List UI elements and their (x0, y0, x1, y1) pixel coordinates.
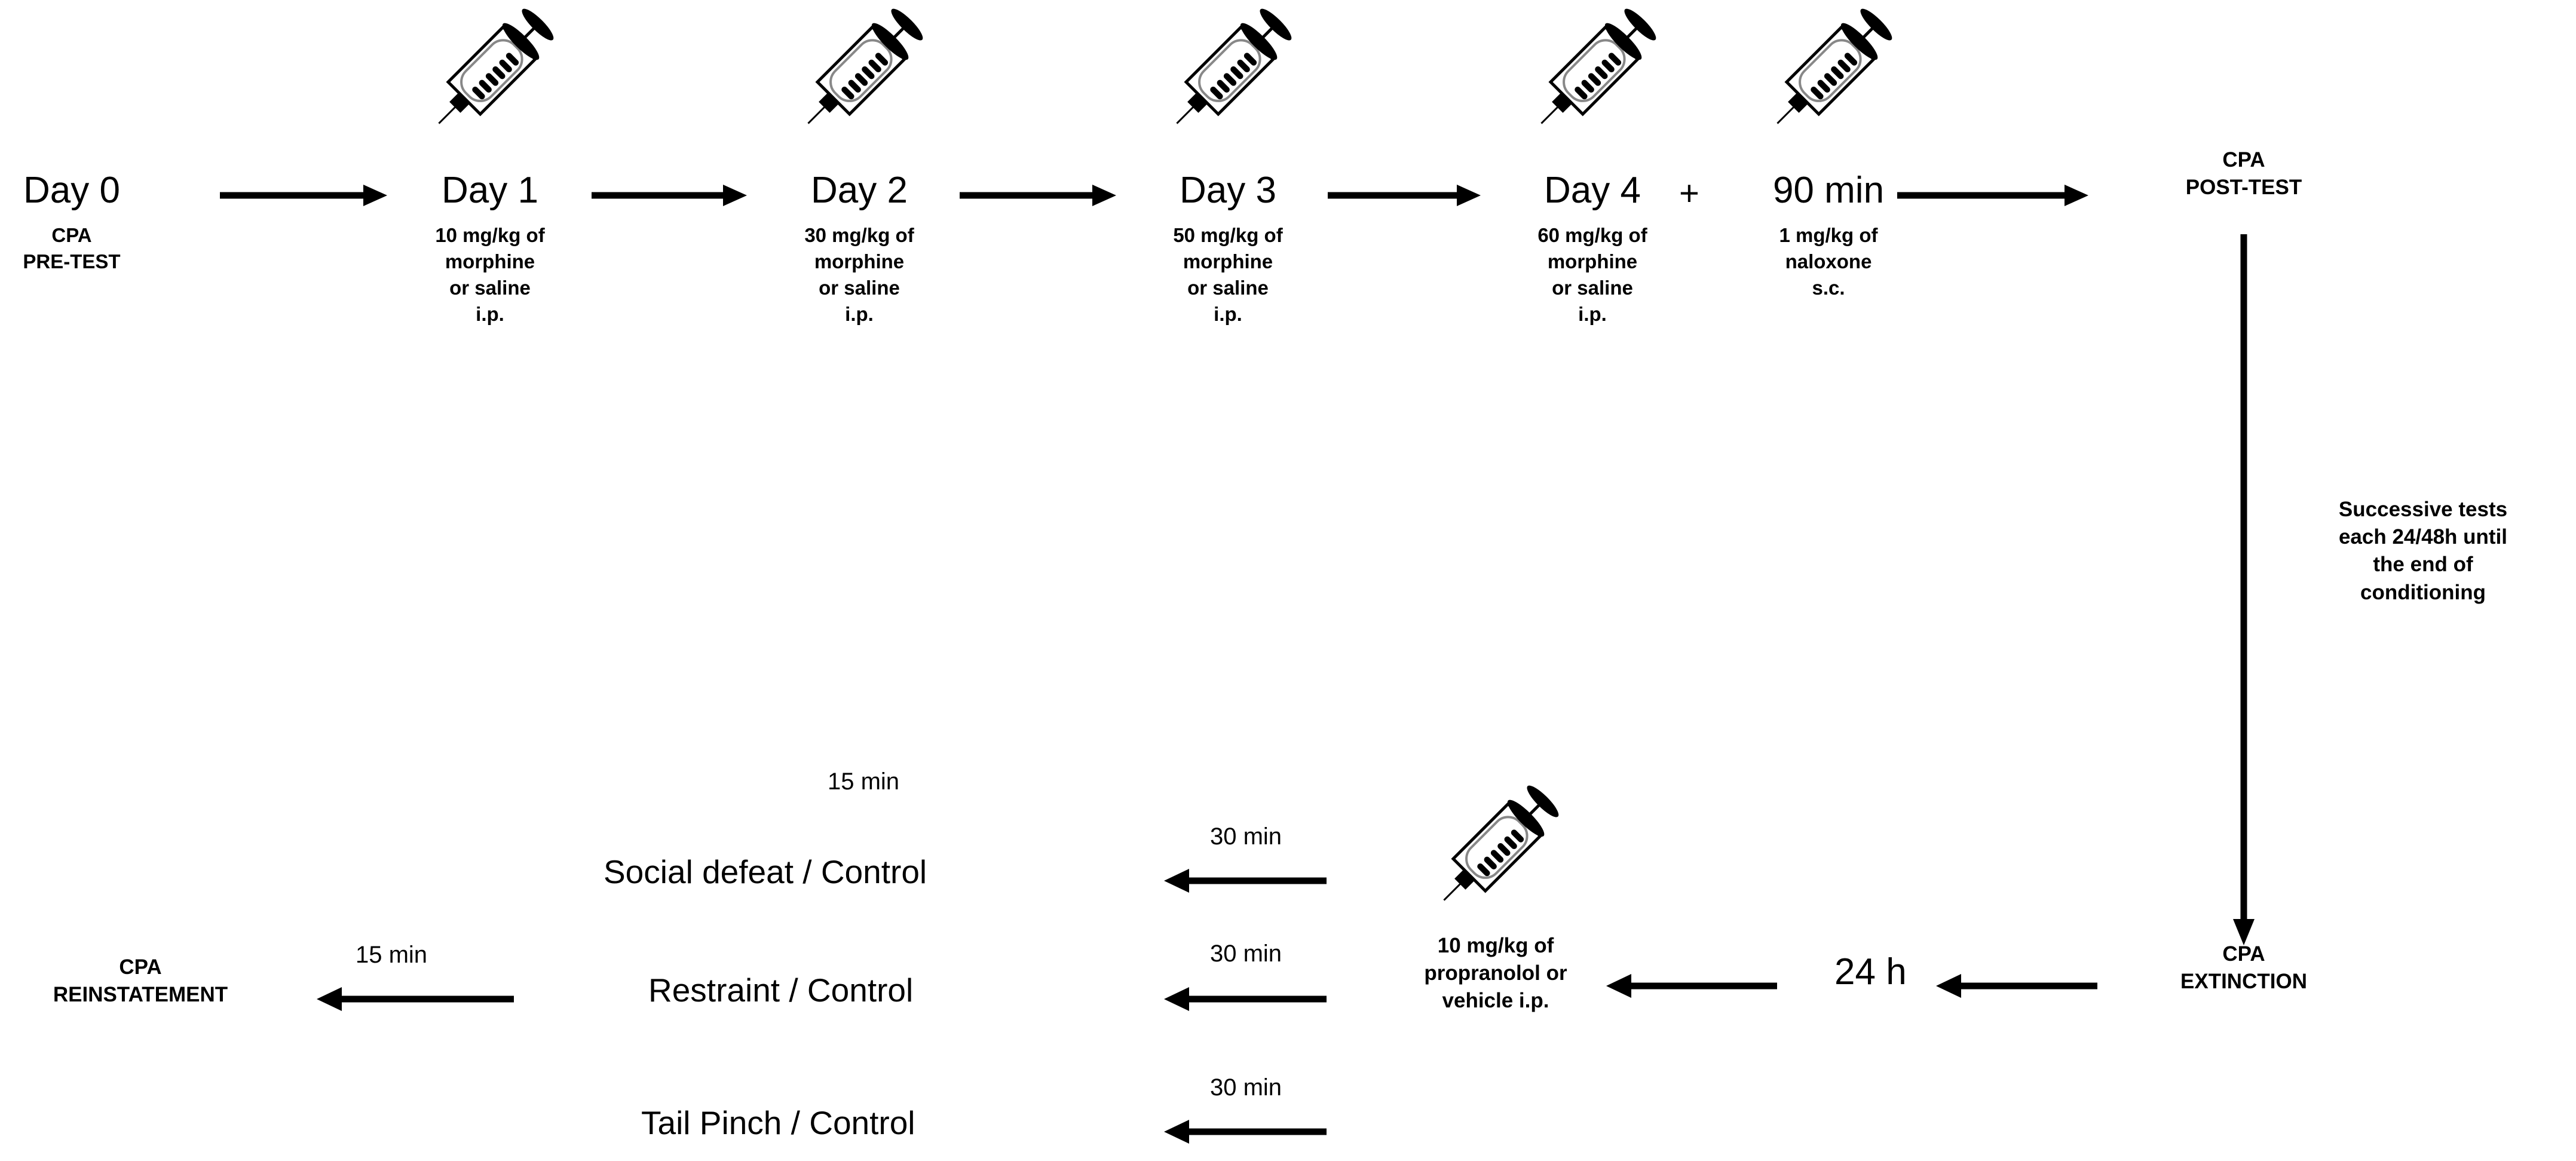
syringe-icon (1757, 0, 1900, 147)
propranolol-dose-label: 10 mg/kg of propranolol or vehicle i.p. (1424, 934, 1567, 1013)
node-day-0-title: Day 0 (23, 170, 120, 211)
successive-tests-note: Successive tests each 24/48h until the e… (2338, 498, 2508, 604)
node-cpa-reinstatement: CPA REINSTATEMENT (53, 955, 228, 1006)
plus-symbol: + (1679, 174, 1699, 213)
node-90-min: 90 min 1 mg/kg of naloxone s.c. (1757, 172, 1900, 301)
node-day-1-title: Day 1 (442, 170, 538, 211)
arrow-left-icon (1164, 868, 1327, 894)
interval-24h: 24 h (1834, 951, 1907, 992)
arrow-left-icon (1606, 973, 1777, 999)
arrow-right-icon (960, 182, 1116, 209)
stressor-3-delay-label: 30 min (1209, 1074, 1282, 1101)
syringe-icon (1156, 0, 1300, 147)
node-day-1: Day 1 10 mg/kg of morphine or saline i.p… (418, 172, 562, 327)
node-day-1-subtext: 10 mg/kg of morphine or saline i.p. (435, 224, 545, 325)
node-day-2: Day 2 30 mg/kg of morphine or saline i.p… (788, 172, 931, 327)
node-cpa-extinction: CPA EXTINCTION (2180, 942, 2307, 993)
arrow-left-icon (1164, 986, 1327, 1012)
stressor-1-delay-label: 30 min (1209, 823, 1282, 850)
stressor-2-label: Restraint / Control (648, 972, 914, 1009)
syringe-icon (788, 0, 931, 147)
node-day-2-subtext: 30 mg/kg of morphine or saline i.p. (804, 224, 914, 325)
node-90-min-title: 90 min (1772, 170, 1885, 211)
reinstatement-delay-label: 15 min (355, 942, 428, 968)
node-day-3: Day 3 50 mg/kg of morphine or saline i.p… (1156, 172, 1300, 327)
node-day-4-title: Day 4 (1544, 170, 1641, 211)
node-day-4: Day 4 60 mg/kg of morphine or saline i.p… (1521, 172, 1664, 327)
syringe-icon (418, 0, 562, 147)
node-day-3-title: Day 3 (1180, 170, 1276, 211)
node-day-0-subtext: CPA PRE-TEST (23, 224, 121, 272)
arrow-right-icon (592, 182, 747, 209)
node-day-2-title: Day 2 (811, 170, 908, 211)
node-day-4-subtext: 60 mg/kg of morphine or saline i.p. (1537, 224, 1647, 325)
stressor-3-label: Tail Pinch / Control (641, 1104, 915, 1141)
node-day-3-subtext: 50 mg/kg of morphine or saline i.p. (1173, 224, 1283, 325)
node-90-min-subtext: 1 mg/kg of naloxone s.c. (1779, 224, 1878, 299)
syringe-icon (1521, 0, 1664, 147)
arrow-down-icon (2231, 234, 2257, 945)
post-stress-delay-label: 15 min (827, 768, 900, 795)
node-cpa-post-test: CPA POST-TEST (2185, 148, 2302, 199)
arrow-left-icon (1936, 973, 2097, 999)
arrow-right-icon (220, 182, 387, 209)
node-day-0: Day 0 CPA PRE-TEST (0, 172, 143, 275)
syringe-icon (1423, 774, 1567, 924)
arrow-left-icon (1164, 1119, 1327, 1145)
arrow-right-icon (1328, 182, 1481, 209)
arrow-left-icon (317, 986, 514, 1012)
arrow-right-icon (1897, 182, 2088, 209)
stressor-1-label: Social defeat / Control (604, 853, 927, 890)
stressor-2-delay-label: 30 min (1209, 941, 1282, 967)
